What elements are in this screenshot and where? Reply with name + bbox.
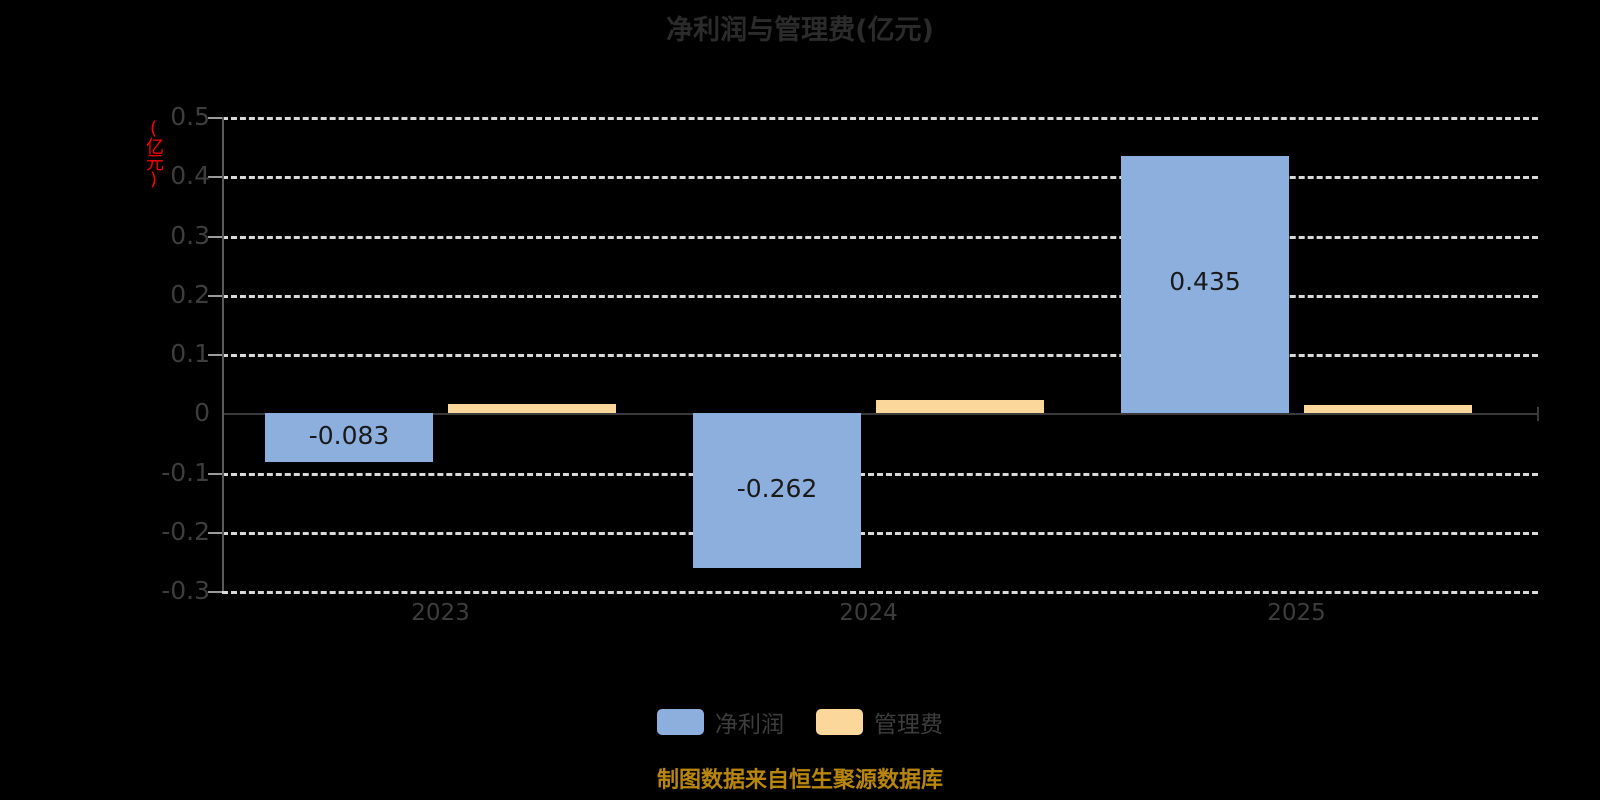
bar-expense-2024[interactable] — [876, 400, 1044, 414]
gridline — [222, 354, 1538, 357]
zero-baseline — [222, 413, 1538, 416]
y-axis-tick-label: 0.4 — [170, 161, 210, 191]
bar-value-label-2023: -0.083 — [308, 420, 390, 450]
y-axis-tick-label: -0.1 — [161, 457, 210, 487]
gridline — [222, 117, 1538, 120]
y-axis-tick — [208, 235, 222, 238]
legend-swatch-expense-icon — [816, 709, 863, 735]
x-axis-right-end-tick — [1537, 407, 1539, 421]
y-axis-tick-label: 0.2 — [170, 279, 210, 309]
bar-profit-2025[interactable] — [1121, 155, 1289, 414]
bar-expense-2025[interactable] — [1304, 404, 1472, 414]
gridline — [222, 235, 1538, 239]
gridline — [222, 176, 1538, 180]
y-axis-tick-label: 0.5 — [170, 102, 210, 131]
y-axis-tick-label: -0.2 — [161, 516, 210, 546]
footer-source-note: 制图数据来自恒生聚源数据库 — [656, 768, 943, 793]
y-axis-tick-label: -0.3 — [161, 576, 210, 605]
bar-profit-2024[interactable] — [693, 413, 861, 569]
y-axis-tick — [208, 531, 222, 534]
y-axis-tick-label: 0.1 — [170, 339, 210, 368]
legend-label-expense: 管理费 — [874, 712, 943, 738]
y-axis-tick-label: 0 — [194, 398, 210, 428]
y-axis-line — [222, 117, 224, 591]
gridline — [222, 472, 1538, 476]
gridline — [222, 294, 1538, 298]
y-axis-tick — [208, 591, 222, 593]
y-axis-unit-label: (亿元) — [143, 118, 164, 188]
y-axis-tick — [208, 472, 222, 475]
y-axis-tick — [208, 294, 222, 297]
legend-item-profit[interactable]: 净利润 — [657, 705, 784, 739]
bar-value-label-2025: 0.435 — [1169, 267, 1241, 297]
bar-expense-2023[interactable] — [448, 403, 616, 414]
legend-item-expense[interactable]: 管理费 — [816, 705, 943, 739]
chart-legend: 净利润 管理费 — [0, 705, 1600, 739]
y-axis-tick — [208, 354, 222, 356]
x-axis-tick-label-2024: 2024 — [839, 600, 898, 626]
bar-value-label-2024: -0.262 — [736, 473, 818, 503]
x-axis-tick-label-2023: 2023 — [411, 600, 470, 626]
bar-profit-2023[interactable] — [265, 413, 433, 463]
gridline — [222, 531, 1538, 535]
page-title: 净利润与管理费(亿元) — [666, 15, 934, 46]
gridline — [222, 591, 1538, 594]
y-axis-tick — [208, 117, 222, 119]
y-axis-tick-label: 0.3 — [170, 220, 210, 250]
plot-area — [222, 117, 1538, 594]
legend-label-profit: 净利润 — [715, 712, 784, 738]
y-axis-tick — [208, 176, 222, 179]
legend-swatch-profit-icon — [657, 709, 704, 735]
x-axis-tick-label-2025: 2025 — [1267, 600, 1326, 626]
